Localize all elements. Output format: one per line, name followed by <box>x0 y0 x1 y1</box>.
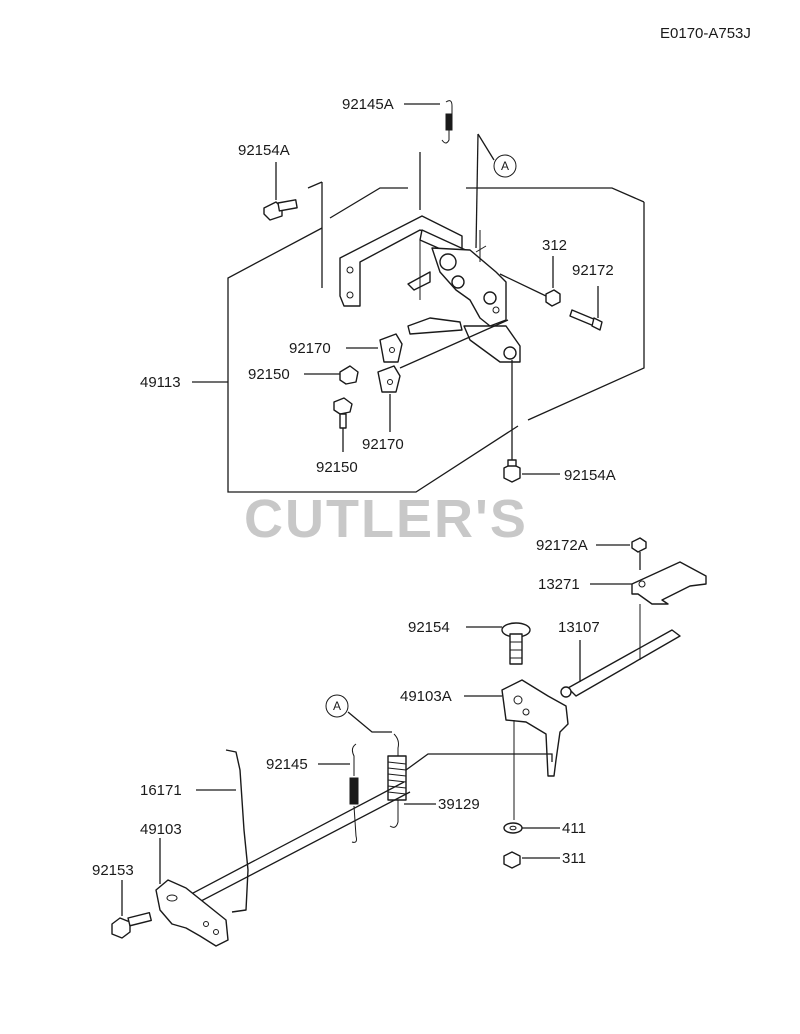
link-rod <box>175 781 411 913</box>
shaft-13107 <box>560 604 681 698</box>
bolt-92154 <box>466 622 531 665</box>
callout-A-lower: A <box>325 694 392 733</box>
label-92170-lower: 92170 <box>362 436 404 453</box>
spring-92145 <box>318 743 359 843</box>
label-92172A: 92172A <box>536 537 588 554</box>
lever-49103A <box>464 679 569 820</box>
diagram-code: E0170-A753J <box>660 25 751 42</box>
label-49113: 49113 <box>140 374 181 391</box>
label-92145A: 92145A <box>342 96 394 113</box>
clip-92170-lower <box>377 319 509 432</box>
label-92150-upper: 92150 <box>248 366 290 383</box>
label-39129: 39129 <box>438 796 480 813</box>
label-411: 411 <box>562 820 586 837</box>
bracket-49113 <box>339 215 521 363</box>
label-92172: 92172 <box>572 262 614 279</box>
clip-92170-upper <box>346 333 403 363</box>
nut-311 <box>503 851 560 869</box>
bolt-92154A-top <box>263 162 298 221</box>
callout-A-label: A <box>501 159 509 173</box>
label-92150-lower: 92150 <box>316 459 358 476</box>
assembly-49113-outline <box>227 181 645 493</box>
label-49103: 49103 <box>140 821 182 838</box>
watermark: CUTLER'S <box>244 489 528 549</box>
label-92145: 92145 <box>266 756 308 773</box>
label-92154A-top: 92154A <box>238 142 290 159</box>
label-13107: 13107 <box>558 619 600 636</box>
spring-39129 <box>387 733 553 828</box>
nut-312 <box>499 256 561 307</box>
rod-16171 <box>196 749 249 913</box>
label-312: 312 <box>542 237 567 254</box>
label-92170-upper: 92170 <box>289 340 331 357</box>
spring-92145A <box>404 100 453 210</box>
bolt-92150-lower <box>333 397 353 452</box>
bolt-92172A <box>596 537 647 570</box>
callout-A-lower-label: A <box>333 699 341 713</box>
bolt-92154A-bottom <box>503 360 560 483</box>
label-92154: 92154 <box>408 619 450 636</box>
bolt-92150-upper <box>304 365 359 385</box>
bolt-92172 <box>569 286 603 331</box>
label-13271: 13271 <box>538 576 580 593</box>
lever-49103 <box>155 838 229 947</box>
washer-411 <box>503 822 560 834</box>
bolt-92153 <box>111 880 152 939</box>
label-92153: 92153 <box>92 862 134 879</box>
label-49103A: 49103A <box>400 688 452 705</box>
label-311: 311 <box>562 850 586 867</box>
plate-13271 <box>590 561 707 605</box>
label-16171: 16171 <box>140 782 182 799</box>
callout-A-upper: A <box>475 133 517 249</box>
label-92154A-bottom: 92154A <box>564 467 616 484</box>
